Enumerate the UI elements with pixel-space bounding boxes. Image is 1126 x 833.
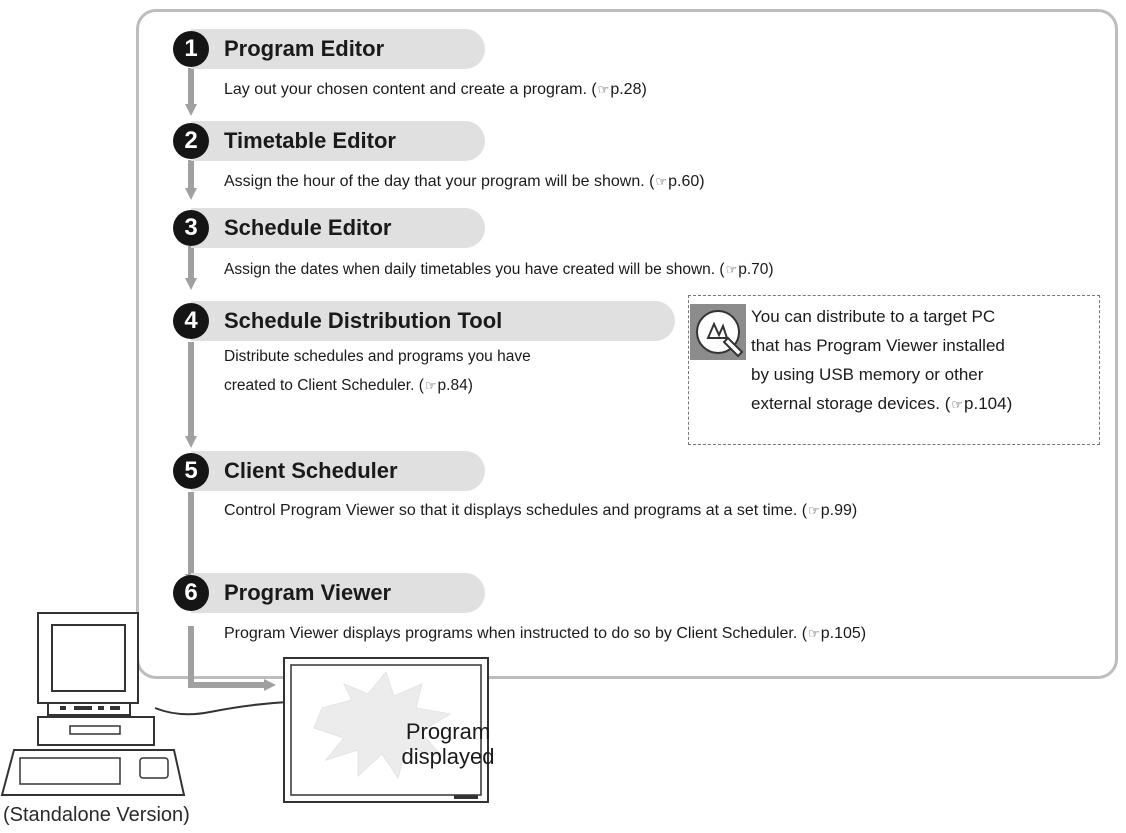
- pointing-hand-icon: ☞: [725, 262, 738, 277]
- step-1-title: Program Editor: [224, 36, 385, 61]
- step-4-banner: [191, 301, 675, 341]
- connection-cable: [154, 701, 289, 716]
- step-2-description-text: Assign the hour of the day that your pro…: [224, 173, 645, 190]
- step-6-title: Program Viewer: [224, 580, 392, 605]
- step-3-description-text: Assign the dates when daily timetables y…: [224, 261, 716, 278]
- hint-note-line-2: that has Program Viewer installed: [751, 336, 1005, 355]
- step-5-description-text: Control Program Viewer so that it displa…: [224, 502, 798, 519]
- hint-note-line-4-text: external storage devices.: [751, 394, 940, 413]
- pointing-hand-icon: ☞: [597, 82, 610, 97]
- step-4-number-badge: 4: [173, 303, 209, 339]
- step-1-banner: [191, 29, 485, 69]
- step-6-page-ref: p.105): [820, 625, 867, 642]
- flow-connector-3-4: [188, 246, 194, 280]
- step-1-description-text: Lay out your chosen content and create a…: [224, 81, 587, 98]
- pointing-hand-icon: ☞: [655, 174, 668, 189]
- step-3-number-badge: 3: [173, 210, 209, 246]
- step-4-description-line-2: created to Client Scheduler. (☞p.84): [224, 377, 473, 394]
- flow-arrowhead-3: [185, 188, 197, 200]
- step-2-page-ref: p.60): [668, 173, 705, 190]
- program-displayed-line-2: displayed: [401, 744, 495, 769]
- step-1-number: 1: [184, 35, 198, 62]
- flow-arrowhead-2: [185, 104, 197, 116]
- flow-connector-2-3: [188, 160, 194, 190]
- step-3-banner: [191, 208, 485, 248]
- step-6-number: 6: [184, 579, 198, 606]
- hint-note-page-ref: p.104): [964, 394, 1013, 413]
- standalone-version-label: (Standalone Version): [3, 804, 190, 826]
- step-6-banner: [191, 573, 485, 613]
- step-4-title: Schedule Distribution Tool: [224, 308, 503, 333]
- hint-note-line-3: by using USB memory or other: [751, 365, 984, 384]
- hint-note-line-4: external storage devices. (☞p.104): [751, 394, 1013, 413]
- step-1-page-ref: p.28): [610, 81, 647, 98]
- computer-icon: [0, 612, 186, 796]
- step-3-description: Assign the dates when daily timetables y…: [224, 261, 774, 278]
- step-5-number-badge: 5: [173, 453, 209, 489]
- step-4-description-line-2-text: created to Client Scheduler.: [224, 377, 415, 394]
- flow-connector-5-6: [188, 492, 194, 576]
- step-4-number: 4: [184, 307, 198, 334]
- pointing-hand-icon: ☞: [808, 503, 820, 518]
- step-3-title: Schedule Editor: [224, 215, 392, 240]
- step-2-description: Assign the hour of the day that your pro…: [224, 173, 705, 190]
- hint-note-line-1: You can distribute to a target PC: [751, 307, 996, 326]
- program-displayed-label: Program displayed: [393, 719, 503, 769]
- flow-arrowhead-4: [185, 278, 197, 290]
- step-4-page-ref: p.84): [437, 377, 473, 394]
- step-2-banner: [191, 121, 485, 161]
- flow-connector-1-2: [188, 68, 194, 106]
- step-6-number-badge: 6: [173, 575, 209, 611]
- flow-connector-to-display: [188, 626, 194, 688]
- step-5-number: 5: [184, 457, 198, 484]
- step-5-title: Client Scheduler: [224, 458, 398, 483]
- flow-arrowhead-5: [185, 436, 197, 448]
- program-displayed-line-1: Program: [405, 719, 491, 744]
- flow-connector-to-display-horizontal: [188, 682, 266, 688]
- step-2-number-badge: 2: [173, 123, 209, 159]
- pointing-hand-icon: ☞: [808, 626, 820, 641]
- hint-note-box: [688, 295, 1100, 445]
- step-1-description: Lay out your chosen content and create a…: [224, 81, 647, 98]
- display-panel-icon: [283, 657, 489, 803]
- step-5-page-ref: p.99): [820, 502, 858, 519]
- workflow-frame: [136, 9, 1118, 679]
- pointing-hand-icon: ☞: [951, 397, 964, 412]
- step-6-description-text: Program Viewer displays programs when in…: [224, 625, 798, 642]
- step-2-title: Timetable Editor: [224, 128, 396, 153]
- step-4-description-line-1: Distribute schedules and programs you ha…: [224, 348, 531, 365]
- flow-connector-4-5: [188, 342, 194, 438]
- step-4-description: Distribute schedules and programs you ha…: [224, 342, 531, 400]
- pointing-hand-icon: ☞: [424, 378, 437, 393]
- step-1-number-badge: 1: [173, 31, 209, 67]
- step-5-banner: [191, 451, 485, 491]
- hint-hand-icon: [690, 304, 746, 365]
- step-3-number: 3: [184, 214, 198, 241]
- step-5-description: Control Program Viewer so that it displa…: [224, 502, 858, 519]
- step-6-description: Program Viewer displays programs when in…: [224, 625, 867, 642]
- step-3-page-ref: p.70): [738, 261, 774, 278]
- hint-note-text: You can distribute to a target PC that h…: [751, 302, 1012, 419]
- flow-arrowhead-display: [264, 679, 276, 691]
- step-2-number: 2: [184, 127, 198, 154]
